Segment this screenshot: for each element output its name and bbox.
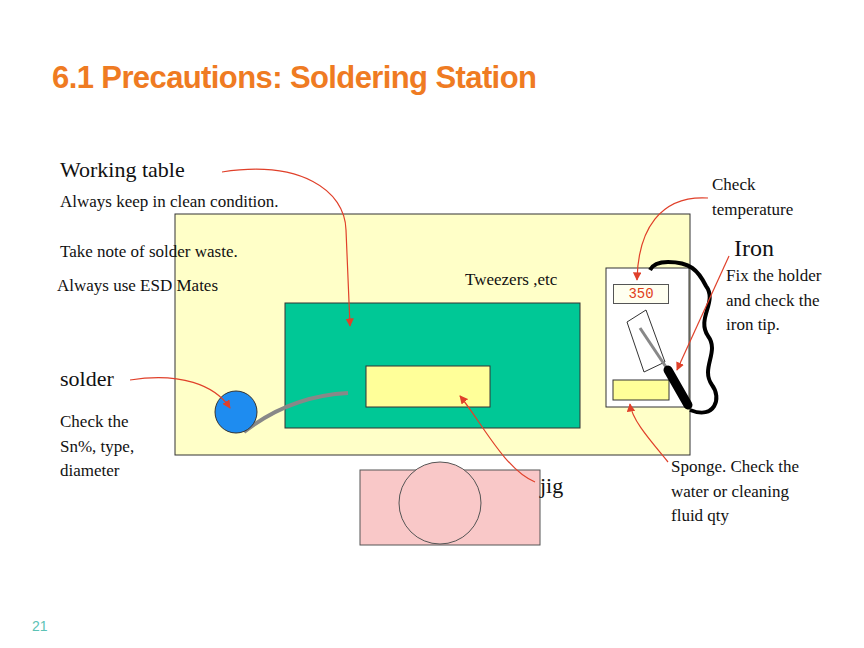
leader-arrow bbox=[130, 378, 230, 408]
heading-label: solder bbox=[60, 367, 114, 391]
temperature-value: 350 bbox=[628, 286, 653, 302]
tool-note: Tweezers ,etc bbox=[465, 270, 557, 290]
iron-handle bbox=[668, 370, 688, 405]
note: Always use ESD Mates bbox=[57, 277, 218, 296]
note: Always keep in clean condition. bbox=[60, 193, 279, 212]
soldering-station bbox=[606, 268, 689, 407]
jig-fixture bbox=[366, 366, 490, 407]
note: Fix the holder and check the iron tip. bbox=[726, 264, 822, 338]
leader-arrow bbox=[637, 198, 708, 280]
table-area: Tweezers ,etc 350 bbox=[175, 214, 690, 455]
note: Check the Sn%, type, diameter bbox=[60, 410, 158, 484]
temperature-display: 350 bbox=[613, 284, 669, 304]
operator-head bbox=[399, 462, 481, 544]
callout-label: jig bbox=[540, 474, 563, 498]
working-table bbox=[175, 214, 690, 455]
slide-title: 6.1 Precautions: Soldering Station bbox=[52, 60, 536, 96]
leader-arrow bbox=[630, 404, 668, 462]
solder-wire bbox=[244, 393, 348, 432]
leader-arrow bbox=[677, 256, 729, 370]
heading-label: Working table bbox=[60, 158, 185, 182]
heading-label: Iron bbox=[734, 235, 774, 261]
iron-tip bbox=[640, 328, 668, 370]
note: Sponge. Check the water or cleaning flui… bbox=[671, 455, 803, 529]
leader-arrow bbox=[460, 396, 535, 482]
iron-holder bbox=[627, 310, 665, 372]
esd-mat bbox=[285, 303, 580, 428]
note: Take note of solder waste. bbox=[60, 243, 238, 262]
sponge bbox=[613, 380, 669, 400]
note: Check temperature bbox=[712, 173, 812, 222]
page-number: 21 bbox=[32, 619, 48, 634]
